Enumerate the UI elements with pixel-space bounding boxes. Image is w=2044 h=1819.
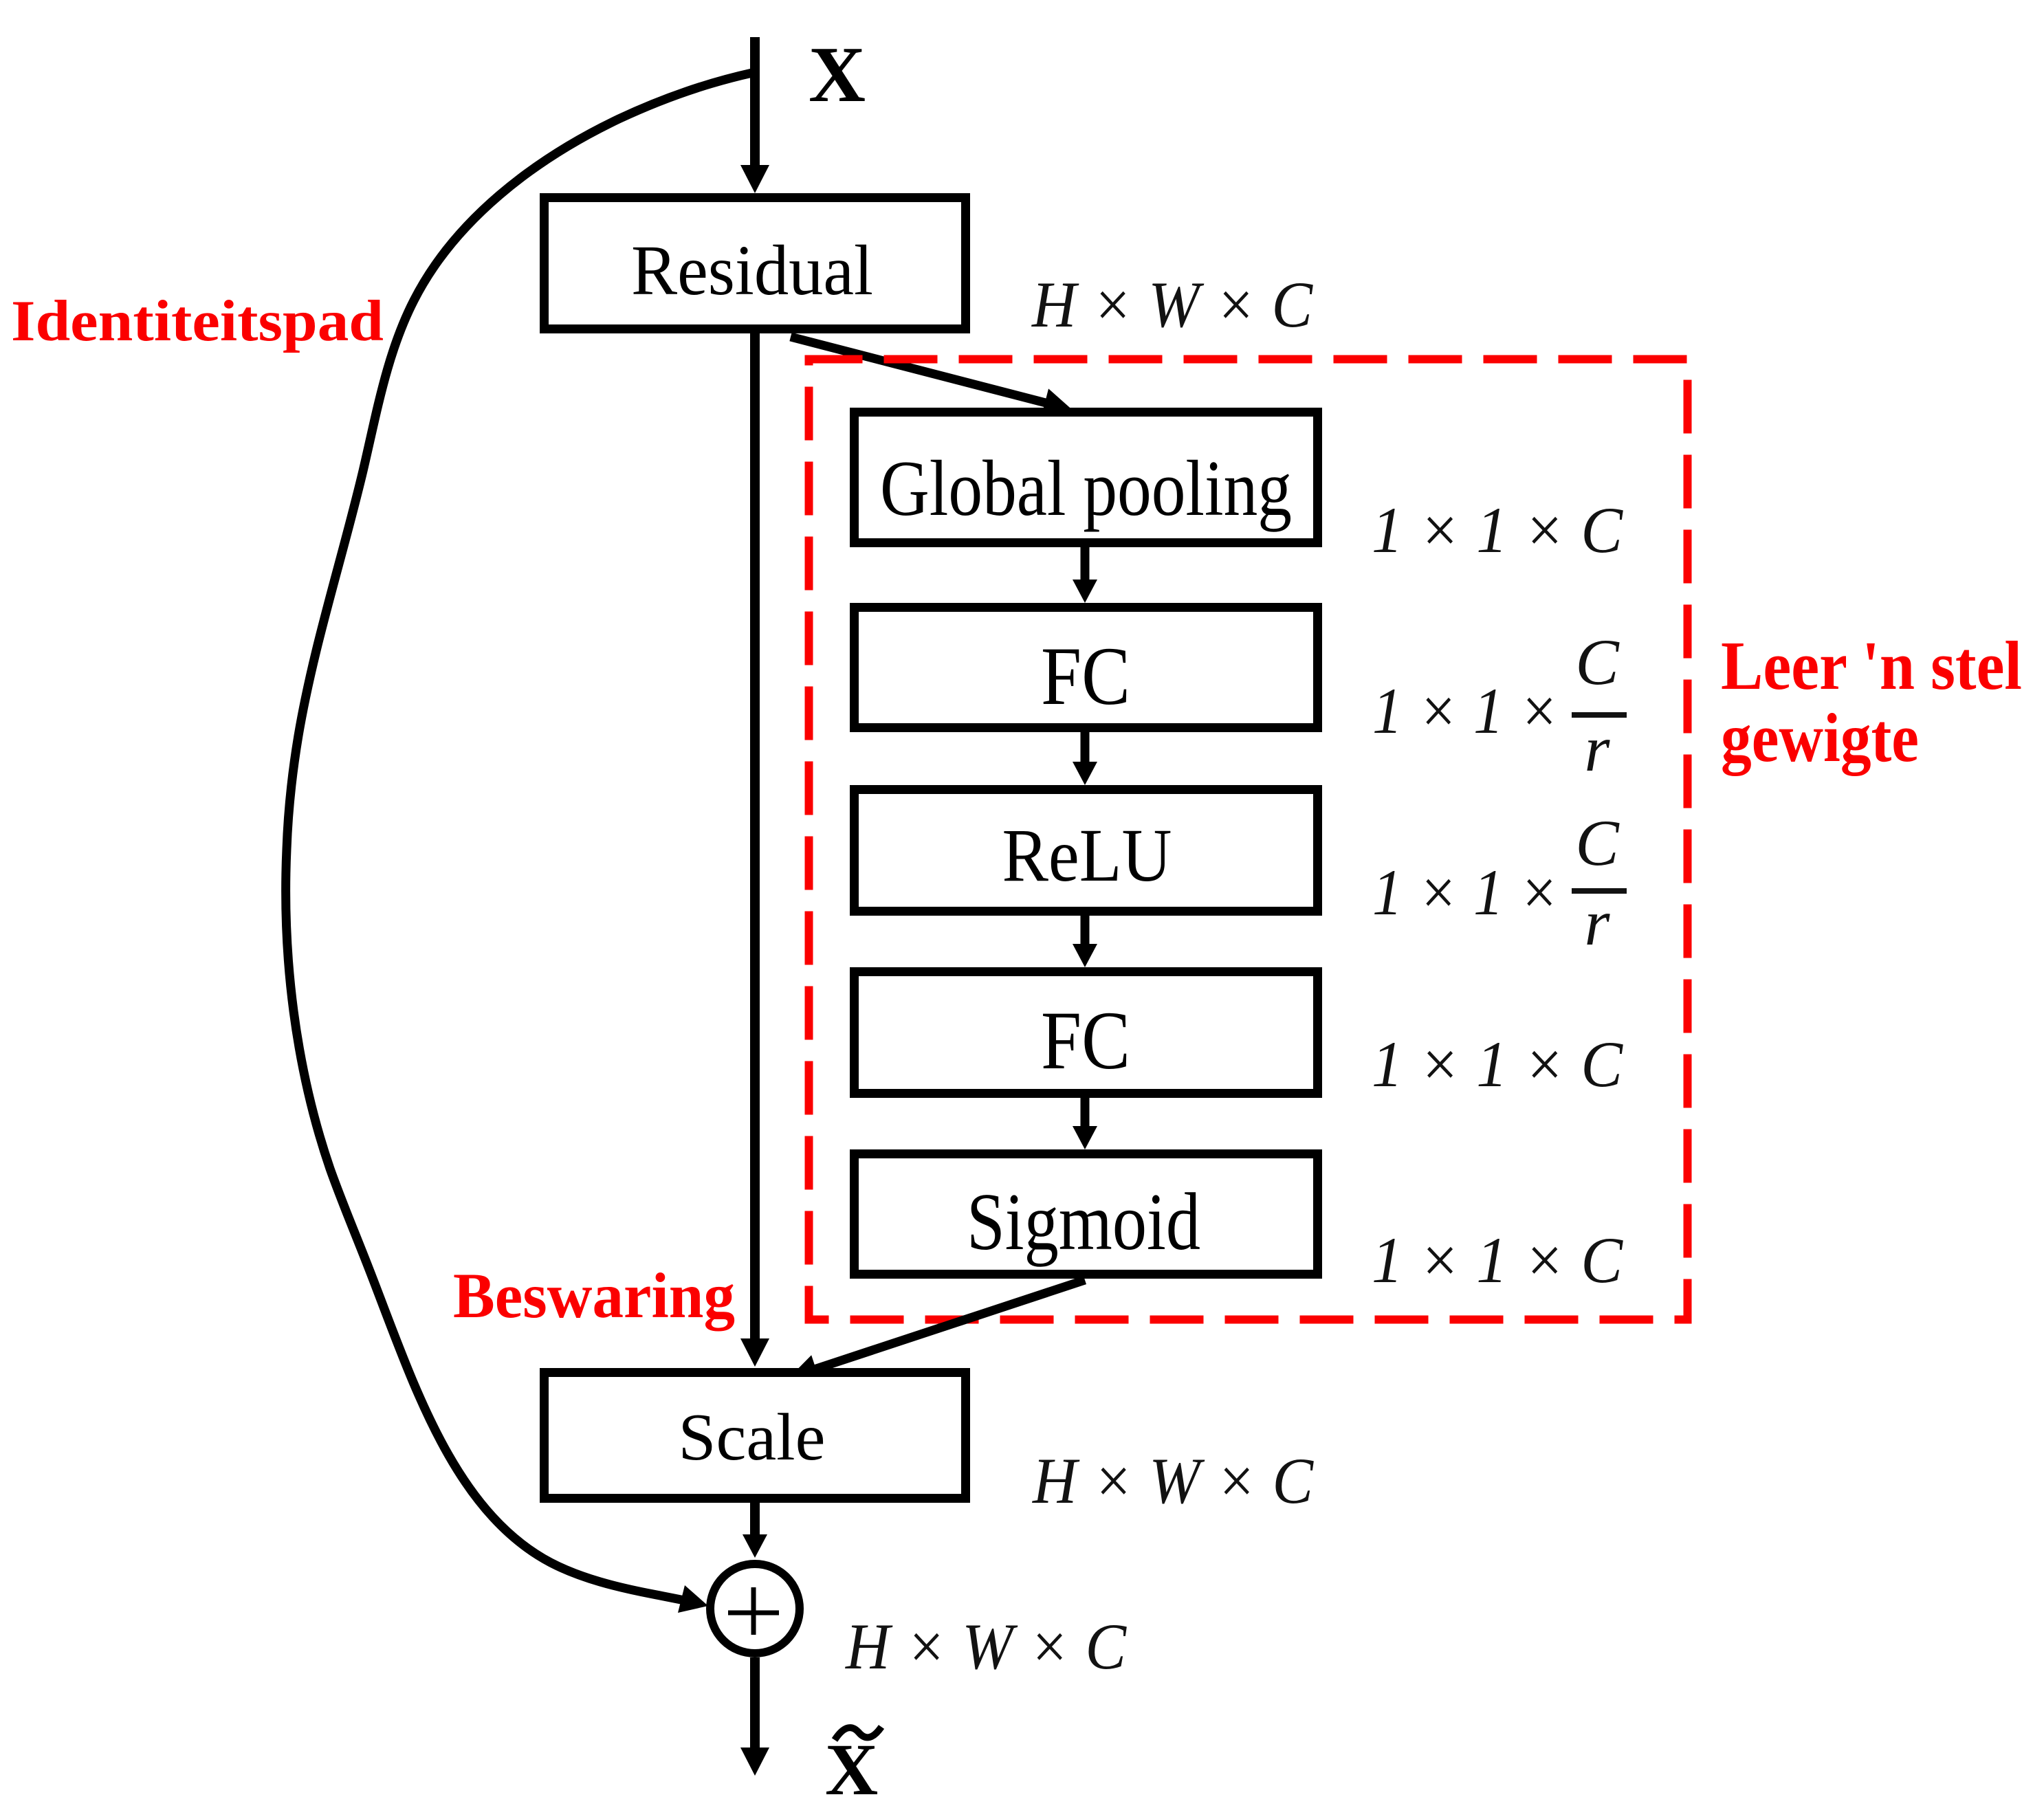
svg-text:1 × 1 × C: 1 × 1 × C <box>1372 494 1624 566</box>
svg-text:X: X <box>809 31 866 118</box>
svg-text:Residual: Residual <box>631 231 873 310</box>
svg-text:C: C <box>1575 806 1620 879</box>
svg-text:Identiteitspad: Identiteitspad <box>11 289 384 353</box>
svg-text:Leer 'n stel: Leer 'n stel <box>1721 627 2022 704</box>
svg-text:Global pooling: Global pooling <box>880 445 1292 533</box>
svg-text:1 × 1 × C: 1 × 1 × C <box>1372 1224 1624 1297</box>
svg-text:C: C <box>1575 626 1620 698</box>
svg-text:Scale: Scale <box>679 1400 826 1475</box>
svg-text:1 × 1 ×: 1 × 1 × <box>1372 674 1559 747</box>
svg-text:gewigte: gewigte <box>1721 699 1919 776</box>
svg-text:r: r <box>1585 712 1611 785</box>
svg-text:Sigmoid: Sigmoid <box>967 1176 1200 1267</box>
svg-text:X: X <box>825 1730 878 1811</box>
svg-text:r: r <box>1585 886 1611 959</box>
svg-text:H × W × C: H × W × C <box>1031 1444 1314 1517</box>
svg-text:ReLU: ReLU <box>1002 813 1172 897</box>
svg-text:H × W × C: H × W × C <box>844 1610 1127 1683</box>
svg-text:1 × 1 ×: 1 × 1 × <box>1372 856 1559 929</box>
svg-text:FC: FC <box>1041 995 1130 1087</box>
svg-text:H × W × C: H × W × C <box>1031 268 1313 341</box>
svg-text:1 × 1 × C: 1 × 1 × C <box>1372 1028 1624 1101</box>
svg-text:FC: FC <box>1041 630 1130 723</box>
svg-text:Beswaring: Beswaring <box>453 1261 735 1332</box>
